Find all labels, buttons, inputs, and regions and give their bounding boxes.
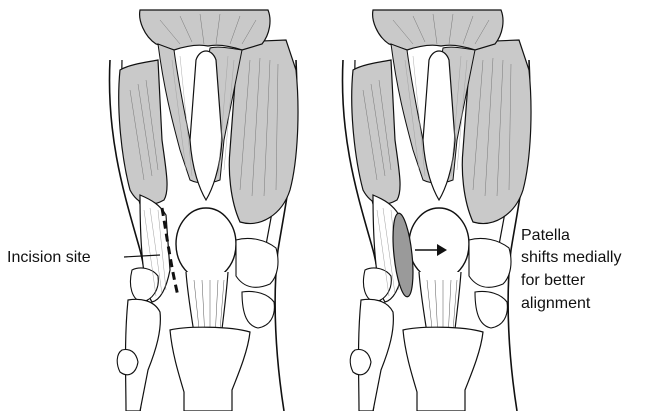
left-knee xyxy=(109,10,298,411)
patella-label-line-2: shifts medially xyxy=(521,249,621,266)
patella-label-line-1: Patella xyxy=(521,227,570,244)
right-knee xyxy=(342,10,531,411)
patella-label-line-3: for better xyxy=(521,272,586,289)
patella-label-line-4: alignment xyxy=(521,295,591,312)
incision-label: Incision site xyxy=(7,249,91,266)
